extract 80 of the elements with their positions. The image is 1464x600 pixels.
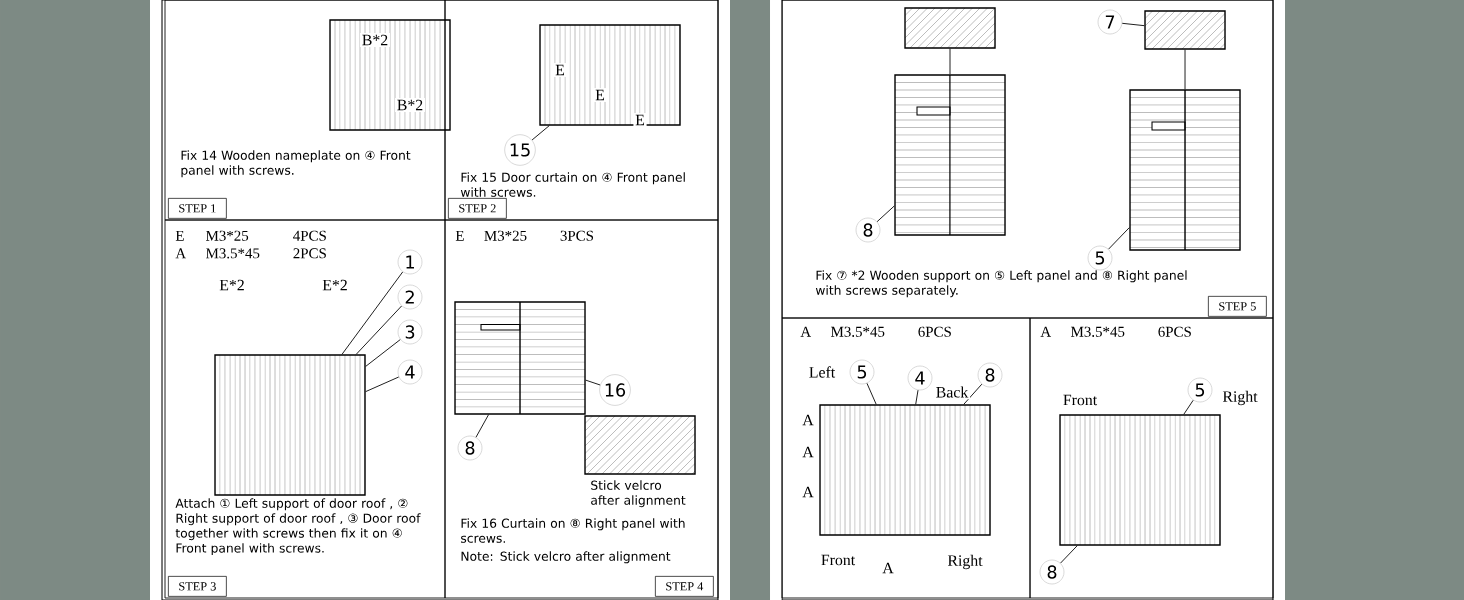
part-label: E — [593, 88, 607, 102]
step-label: STEP 5 — [1208, 296, 1267, 317]
instruction-text: Fix 15 Door curtain on ④ Front panel with screws. — [460, 172, 685, 197]
panel-drawing — [819, 404, 991, 536]
leader-line — [1121, 22, 1145, 27]
node-label: 2PCS — [293, 248, 326, 259]
part-label: E*2 — [217, 278, 247, 292]
callout-number: 3 — [397, 319, 423, 345]
leader-line — [963, 383, 983, 405]
leader-line — [365, 376, 400, 393]
instruction-panel — [164, 0, 446, 221]
leader-line — [1108, 227, 1130, 250]
callout-number: 8 — [1039, 559, 1065, 585]
leader-line — [876, 205, 895, 223]
parts-list: A M3.5*45 6PCS — [1040, 326, 1191, 337]
parts-list: E M3*25 4PCS A M3.5*45 2PCS — [175, 230, 326, 259]
part-label: E — [553, 63, 567, 77]
panel-drawing — [539, 24, 681, 126]
callout-number: 16 — [599, 374, 631, 406]
detail-inset-drawing — [1144, 10, 1226, 50]
step-label: STEP 4 — [655, 576, 714, 597]
leader-line — [915, 389, 919, 405]
panel-drawing — [454, 301, 586, 415]
callout-number: 8 — [457, 435, 483, 461]
instruction-text: Attach ① Left support of door roof , ② Right support of door roof , ③ Door roof together with screws then fix it on ④ Front panel with screws. — [175, 498, 421, 556]
leader-line — [1183, 399, 1194, 415]
callout-number: 4 — [907, 365, 933, 391]
leader-line — [866, 382, 877, 405]
part-label: E*2 — [320, 278, 350, 292]
callout-number: 5 — [1087, 245, 1113, 271]
leader-line — [1060, 545, 1078, 564]
detail-inset-drawing — [584, 415, 696, 475]
panel-drawing — [1129, 89, 1241, 251]
callout-number: 5 — [1187, 377, 1213, 403]
instruction-text: Fix 14 Wooden nameplate on ④ Front panel with screws. — [181, 150, 411, 178]
instruction-panel — [781, 0, 1274, 319]
panel-drawing — [1059, 414, 1221, 546]
leader-line — [1184, 49, 1186, 90]
leader-line — [355, 305, 402, 355]
callout-number: 7 — [1097, 9, 1123, 35]
instruction-panel — [781, 317, 1031, 599]
leader-line — [949, 48, 951, 75]
instruction-text: Fix 16 Curtain on ⑧ Right panel with screws. — [461, 518, 685, 543]
leader-line — [365, 339, 401, 367]
node-label: 4PCS — [293, 230, 326, 241]
panel-drawing — [214, 354, 366, 496]
part-label: Front — [819, 553, 857, 567]
callout-number: 4 — [397, 359, 423, 385]
instruction-text: Note: Stick velcro after alignment — [461, 551, 671, 564]
callout-number: 5 — [849, 359, 875, 385]
part-label: Right — [945, 553, 985, 571]
detail-inset-drawing — [904, 7, 996, 49]
node-label: M3*25 — [206, 230, 249, 241]
callout-number: 8 — [977, 362, 1003, 388]
leader-line — [475, 414, 489, 438]
leader-line — [341, 271, 404, 355]
instruction-panel — [164, 219, 446, 599]
callout-number: 15 — [504, 134, 536, 166]
leader-line — [531, 125, 550, 141]
callout-number: 2 — [397, 284, 423, 310]
instruction-panel — [444, 0, 719, 221]
callout-number: 8 — [855, 217, 881, 243]
note-text: Stick velcro after alignment — [591, 480, 686, 508]
parts-list: A M3.5*45 6PCS — [800, 326, 951, 337]
instruction-text: Fix ⑦ *2 Wooden support on ⑤ Left panel and ⑧ Right panel with screws separately. — [815, 270, 1187, 298]
node-label: A — [175, 248, 187, 259]
step-label: STEP 2 — [448, 198, 507, 219]
callout-number: 1 — [397, 249, 423, 275]
instruction-panel — [444, 219, 719, 599]
node-label: M3.5*45 — [206, 248, 260, 259]
step-label: STEP 1 — [168, 198, 227, 219]
step-label: STEP 3 — [168, 576, 227, 597]
parts-list: E M3*25 3PCS — [455, 230, 594, 241]
part-label: E — [633, 113, 647, 127]
node-label: E — [175, 230, 184, 241]
panel-drawing — [329, 19, 451, 131]
leader-line — [585, 379, 601, 386]
panel-drawing — [894, 74, 1006, 236]
part-label: Right — [1220, 389, 1260, 407]
instruction-panel — [1029, 317, 1274, 599]
